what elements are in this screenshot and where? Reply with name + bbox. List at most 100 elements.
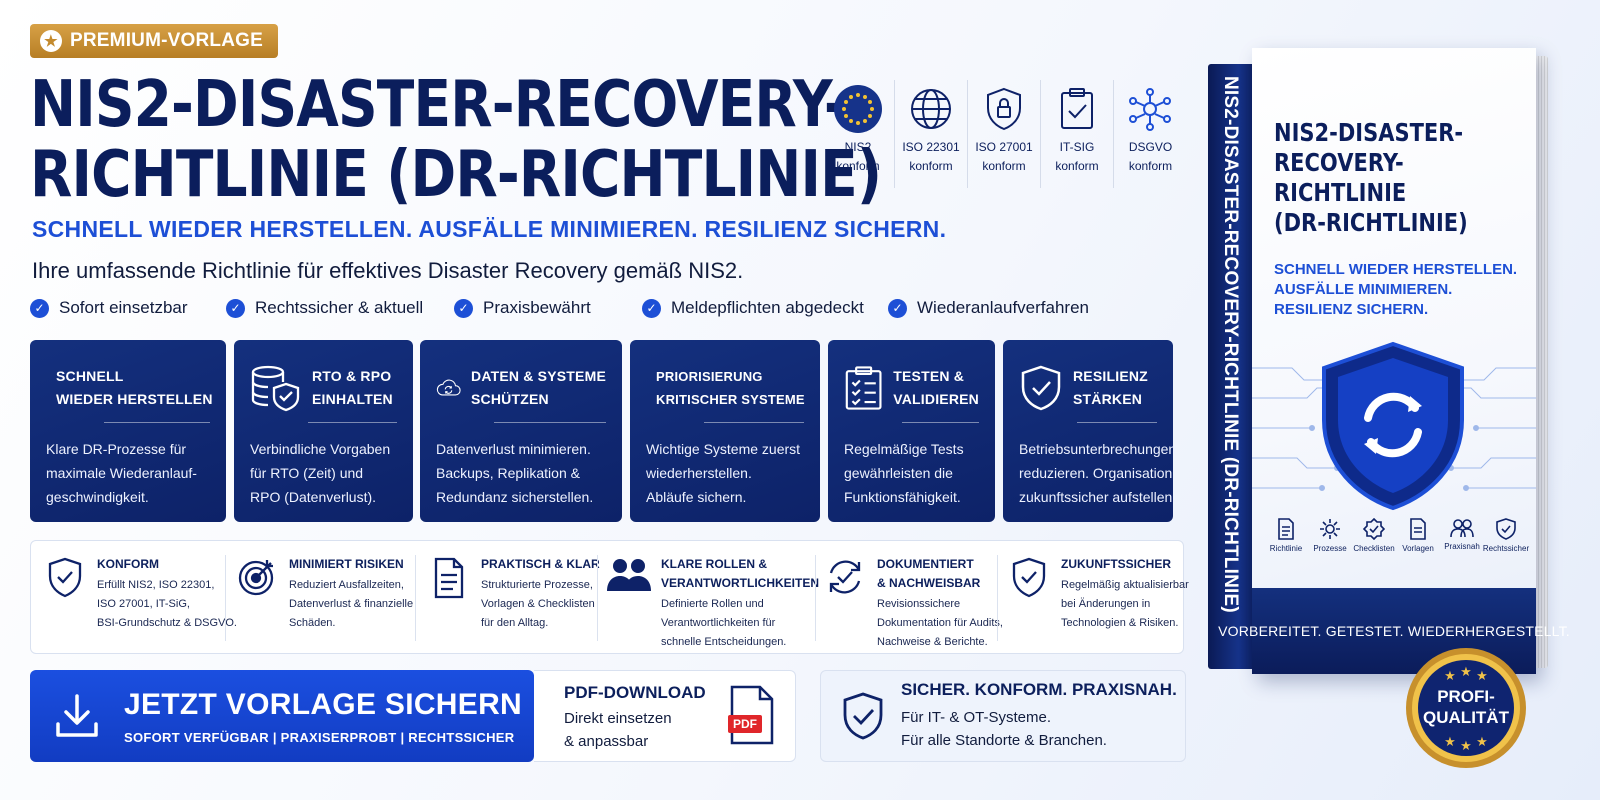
cert-name: ISO 27001: [975, 140, 1033, 154]
eu-flag-icon: [833, 80, 883, 138]
svg-text:★: ★: [1444, 735, 1456, 750]
benefit-title: KONFORM: [97, 557, 159, 571]
check-item: ✓ Rechtssicher & aktuell: [226, 298, 423, 318]
cert-sub: konform: [982, 159, 1026, 173]
pdf-download-box[interactable]: PDF-DOWNLOAD Direkt einsetzen& anpassbar…: [534, 670, 796, 762]
star-icon: ★: [40, 30, 62, 52]
quality-seal: ★★★ ★★★ PROFI- QUALITÄT: [1404, 646, 1528, 770]
check-label: Praxisbewährt: [483, 298, 591, 317]
document-icon: [1278, 518, 1294, 540]
benefit-title: PRAKTISCH & KLAR: [481, 557, 600, 571]
cover-icon-label: Prozesse: [1313, 544, 1347, 553]
check-item: ✓ Praxisbewährt: [454, 298, 591, 318]
feature-text: RPO (Datenverlust).: [250, 489, 377, 505]
secure-text: Für IT- & OT-Systeme.: [901, 709, 1052, 726]
cert-sub: konform: [1128, 159, 1173, 173]
spine-title: NIS2-DISASTER-RECOVERY-RICHTLINIE (DR-RI…: [1220, 76, 1241, 613]
check-label: Meldepflichten abgedeckt: [671, 298, 864, 317]
feature-title: KRITISCHER SYSTEME: [656, 392, 805, 407]
secure-text: Für alle Standorte & Branchen.: [901, 732, 1107, 749]
feature-title: EINHALTEN: [312, 391, 393, 407]
cover-tag-line: RESILIENZ SICHERN.: [1274, 301, 1429, 318]
cover-icon-label: Rechtssicher: [1482, 544, 1530, 553]
cert-sub: konform: [1055, 159, 1099, 173]
refresh-check-icon: [829, 560, 861, 594]
benefit-title: KLARE ROLLEN &: [661, 557, 767, 571]
cover-tag-line: AUSFÄLLE MINIMIEREN.: [1274, 281, 1453, 298]
cover-tagline: SCHNELL WIEDER HERSTELLEN. AUSFÄLLE MINI…: [1274, 260, 1517, 320]
book-mockup: NIS2-DISASTER-RECOVERY-RICHTLINIE (DR-RI…: [1208, 48, 1570, 678]
file-icon: [1410, 518, 1426, 540]
check-icon: ✓: [454, 298, 473, 318]
check-item: ✓ Sofort einsetzbar: [30, 298, 188, 318]
cover-title-line: NIS2-DISASTER-: [1274, 118, 1464, 147]
check-list: ✓ Sofort einsetzbar ✓ Rechtssicher & akt…: [30, 298, 1180, 324]
subtitle: Ihre umfassende Richtlinie für effektive…: [32, 258, 744, 283]
cloud-sync-icon: [436, 379, 461, 396]
benefit-text: Strukturierte Prozesse,: [481, 579, 593, 591]
feature-text: zukunftssicher aufstellen.: [1019, 489, 1177, 505]
feature-text: reduzieren. Organisation: [1019, 465, 1173, 481]
seal-label: QUALITÄT: [1423, 708, 1509, 727]
cert-sub: konform: [836, 159, 880, 173]
premium-badge-label: PREMIUM-VORLAGE: [70, 30, 263, 51]
page-title: NIS2-DISASTER-RECOVERY- RICHTLINIE (DR-R…: [30, 70, 882, 212]
feature-title: WIEDER HERSTELLEN: [56, 391, 213, 407]
checklist-icon: [845, 366, 882, 410]
feature-text: gewährleisten die: [844, 465, 953, 481]
check-label: Rechtssicher & aktuell: [255, 298, 424, 317]
cert-name: ISO 22301: [902, 140, 960, 154]
feature-title: PRIORISIERUNG: [656, 369, 763, 384]
benefit-item: KONFORM Erfüllt NIS2, ISO 22301,ISO 2700…: [43, 555, 237, 633]
title-line-2: RICHTLINIE (DR-RICHTLINIE): [30, 138, 882, 212]
benefit-text: Datenverlust & finanzielle: [289, 598, 414, 610]
feature-title: STÄRKEN: [1073, 391, 1143, 407]
secure-box: SICHER. KONFORM. PRAXISNAH. Für IT- & OT…: [820, 670, 1186, 762]
feature-title: RESILIENZ: [1073, 368, 1148, 384]
benefit-title: VERANTWORTLICHKEITEN: [661, 576, 819, 590]
benefit-strip: KONFORM Erfüllt NIS2, ISO 22301,ISO 2700…: [30, 540, 1189, 654]
shield-check-icon: [843, 692, 883, 740]
feature-title: RTO & RPO: [312, 368, 392, 384]
feature-text: Backups, Replikation &: [436, 465, 580, 481]
benefit-text: Nachweise & Berichte.: [877, 636, 988, 648]
benefit-text: Revisionssichere: [877, 598, 961, 610]
svg-text:★: ★: [1476, 669, 1488, 684]
shield-refresh-icon: [1322, 341, 1464, 511]
secure-template-button[interactable]: JETZT VORLAGE SICHERN SOFORT VERFÜGBAR |…: [30, 670, 534, 762]
secure-title: SICHER. KONFORM. PRAXISNAH.: [901, 680, 1177, 699]
feature-text: Wichtige Systeme zuerst: [646, 441, 801, 457]
feature-title: TESTEN &: [893, 368, 965, 384]
cover-title-line: (DR-RICHTLINIE): [1274, 208, 1468, 237]
benefit-title: DOKUMENTIERT: [877, 557, 974, 571]
benefit-title: ZUKUNFTSSICHER: [1061, 557, 1171, 571]
check-item: ✓ Wiederanlaufverfahren: [888, 298, 1089, 318]
cover-icon-row: Richtlinie Prozesse Checklisten Vorlagen…: [1266, 518, 1530, 553]
benefit-title: & NACHWEISBAR: [877, 576, 981, 590]
clipboard-check-icon: [1058, 80, 1096, 138]
benefit-text: für den Alltag.: [481, 617, 549, 629]
benefit-text: ISO 27001, IT-SiG,: [97, 598, 190, 610]
feature-text: Betriebsunterbrechungen: [1019, 441, 1177, 457]
shield-lock-icon: [984, 80, 1024, 138]
cover-footer: VORBEREITET. GETESTET. WIEDERHERGESTELLT…: [1218, 588, 1570, 674]
pdf-title: PDF-DOWNLOAD: [564, 683, 706, 702]
cert-name: DSGVO: [1128, 140, 1173, 154]
check-icon: ✓: [888, 298, 907, 318]
feature-text: Regelmäßige Tests: [844, 441, 964, 457]
shield-check-icon: [1012, 557, 1046, 598]
check-label: Sofort einsetzbar: [59, 298, 188, 317]
cover-tag-line: SCHNELL WIEDER HERSTELLEN.: [1274, 261, 1518, 278]
feature-text: Klare DR-Prozesse für: [46, 441, 187, 457]
cover-icon-label: Vorlagen: [1402, 544, 1434, 553]
svg-text:★: ★: [1476, 735, 1488, 750]
users-icon: [607, 559, 651, 591]
network-icon: [1128, 80, 1172, 138]
benefit-text: Vorlagen & Checklisten: [481, 598, 595, 610]
